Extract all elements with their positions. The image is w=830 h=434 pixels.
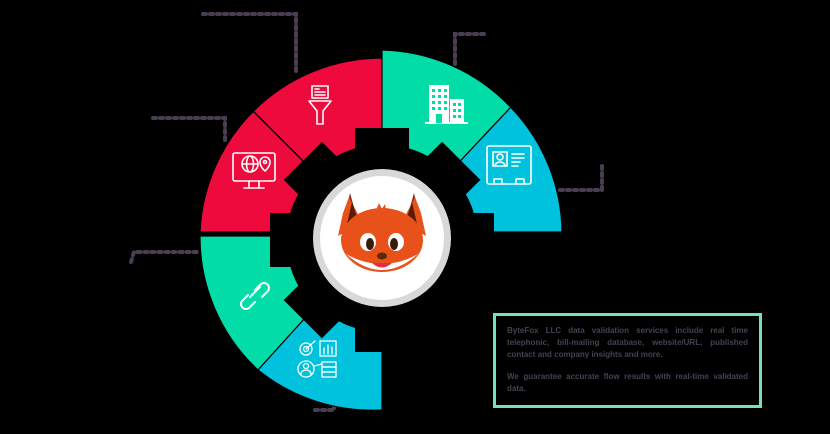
connector-web xyxy=(151,116,227,142)
fox-mascot-icon xyxy=(338,193,426,272)
dotted-connectors xyxy=(129,12,604,412)
connector-link xyxy=(129,250,200,264)
building-windows xyxy=(432,89,461,123)
description-paragraph-2: We guarantee accurate flow results with … xyxy=(507,372,748,393)
chain-link-icon xyxy=(240,282,270,310)
monitor-globe-location-icon xyxy=(232,152,276,189)
description-paragraph-1: ByteFox LLC data validation services inc… xyxy=(507,326,748,359)
connector-funnel xyxy=(201,12,298,74)
connector-company xyxy=(453,32,486,68)
document-funnel-icon xyxy=(308,85,332,125)
description-box: ByteFox LLC data validation services inc… xyxy=(493,313,762,408)
contact-id-card-icon xyxy=(486,145,532,185)
connector-contact xyxy=(558,161,604,192)
target-chart-user-database-icon xyxy=(297,340,337,378)
center-logo xyxy=(313,169,451,307)
